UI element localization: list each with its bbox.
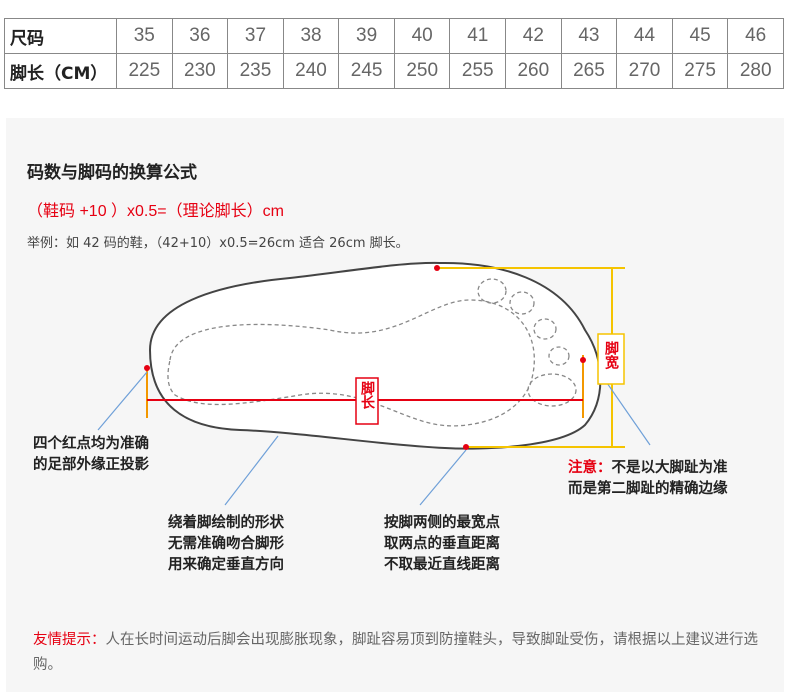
note-line: 取两点的垂直距离 (384, 536, 500, 552)
size-cell: 35 (116, 18, 173, 54)
length-cell: 230 (171, 53, 229, 89)
size-cell: 43 (560, 18, 618, 54)
size-cell: 40 (393, 18, 451, 54)
warning-head: 注意： (568, 460, 612, 476)
size-cell: 41 (449, 18, 507, 54)
warning-line-2: 而是第二脚趾的精确边缘 (568, 481, 728, 497)
callout-line-trace (224, 435, 279, 506)
note-warning: 注意：不是以大脚趾为准 而是第二脚趾的精确边缘 (568, 458, 728, 500)
note-line: 不取最近直线距离 (384, 557, 500, 573)
length-cell: 245 (338, 53, 395, 89)
red-dot-toe (580, 357, 586, 363)
red-dot-heel (144, 365, 150, 371)
size-table: 尺码 35 36 37 38 39 40 41 42 43 44 45 46 脚… (4, 18, 784, 89)
formula-example: 举例：如 42 码的鞋，（42+10）x0.5=26cm 适合 26cm 脚长。 (27, 236, 409, 251)
length-cell: 275 (671, 53, 729, 89)
note-line: 的足部外缘正投影 (33, 457, 149, 473)
width-label-box (597, 333, 625, 385)
red-dot-bottom (463, 444, 469, 450)
size-cell: 42 (505, 18, 562, 54)
note-red-dots: 四个红点均为准确 的足部外缘正投影 (33, 434, 149, 476)
toe-big (527, 373, 577, 407)
callout-line-width (419, 449, 467, 506)
note-width-measure: 按脚两侧的最宽点 取两点的垂直距离 不取最近直线距离 (384, 513, 500, 576)
warning-line-1: 注意：不是以大脚趾为准 (568, 458, 728, 479)
size-row-label: 尺码 (4, 18, 117, 54)
width-label: 脚宽 (603, 341, 619, 369)
length-row: 脚长（CM） 225 230 235 240 245 250 255 260 2… (4, 53, 784, 89)
note-line: 按脚两侧的最宽点 (384, 515, 500, 531)
tip-head: 友情提示： (33, 632, 106, 648)
red-dot-top (434, 265, 440, 271)
size-cell: 46 (727, 18, 784, 54)
length-cell: 280 (727, 53, 784, 89)
length-cell: 255 (449, 53, 507, 89)
length-cell: 260 (505, 53, 562, 89)
length-label-box (355, 377, 379, 425)
length-row-label: 脚长（CM） (4, 53, 117, 89)
toe-1 (477, 278, 507, 304)
note-line: 四个红点均为准确 (33, 436, 149, 452)
callout-line-heel (97, 371, 148, 431)
friendly-tip: 友情提示：人在长时间运动后脚会出现膨胀现象，脚趾容易顶到防撞鞋头，导致脚趾受伤，… (33, 628, 773, 678)
warning-text: 不是以大脚趾为准 (611, 460, 728, 476)
note-line: 无需准确吻合脚形 (168, 536, 284, 552)
size-cell: 37 (227, 18, 284, 54)
length-cell: 240 (282, 53, 340, 89)
toe-4 (548, 346, 570, 366)
size-cell: 45 (671, 18, 729, 54)
length-cell: 225 (116, 53, 173, 89)
tip-body: 人在长时间运动后脚会出现膨胀现象，脚趾容易顶到防撞鞋头，导致脚趾受伤，请根据以上… (33, 632, 758, 673)
conversion-formula: （鞋码 +10 ）x0.5=（理论脚长）cm (27, 203, 284, 220)
size-row: 尺码 35 36 37 38 39 40 41 42 43 44 45 46 (4, 18, 784, 54)
length-cell: 250 (393, 53, 451, 89)
length-cell: 235 (227, 53, 284, 89)
section-title: 码数与脚码的换算公式 (27, 163, 197, 183)
note-trace-shape: 绕着脚绘制的形状 无需准确吻合脚形 用来确定垂直方向 (168, 513, 284, 576)
note-line: 绕着脚绘制的形状 (168, 515, 284, 531)
toe-2 (509, 291, 535, 315)
note-line: 用来确定垂直方向 (168, 557, 284, 573)
length-label: 脚长 (359, 381, 375, 409)
toe-3 (533, 318, 557, 340)
size-cell: 44 (616, 18, 673, 54)
